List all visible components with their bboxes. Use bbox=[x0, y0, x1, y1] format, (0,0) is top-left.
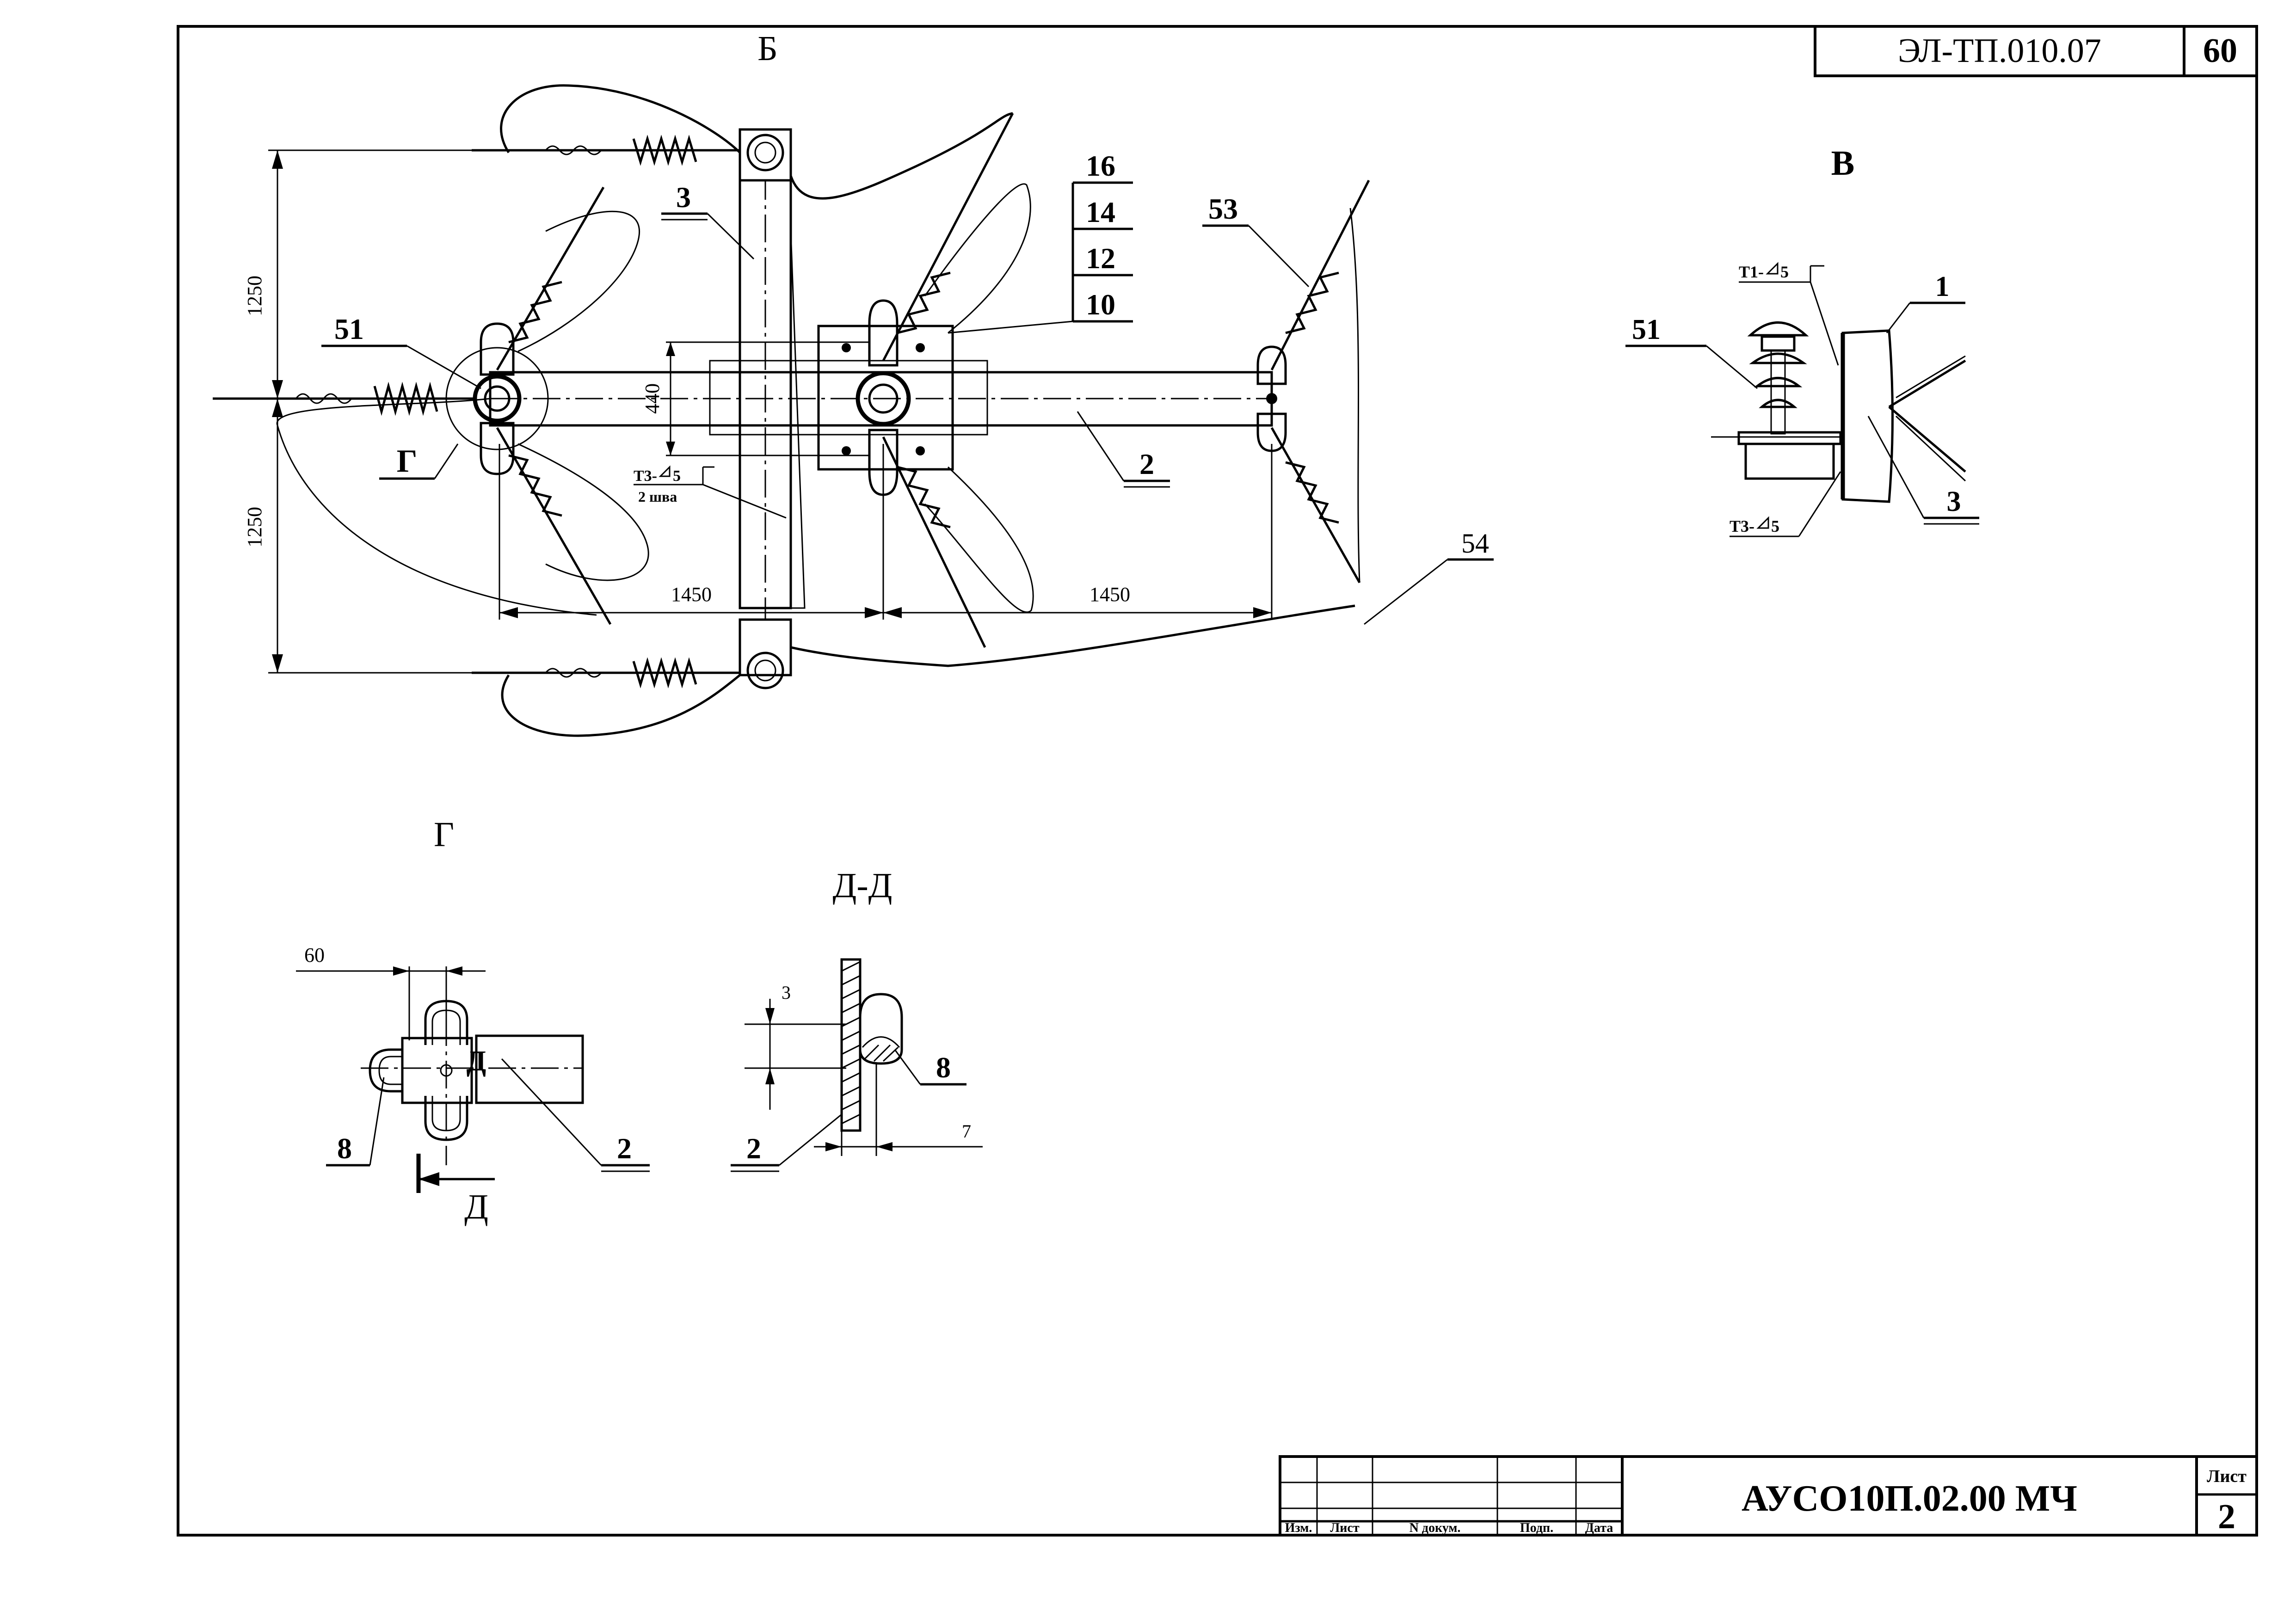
view-b: Б bbox=[213, 29, 1494, 737]
callout-54: 54 bbox=[1461, 528, 1489, 559]
dim-right-horizontal: 1450 bbox=[1090, 583, 1130, 606]
tb-col-list: Лист bbox=[1330, 1521, 1359, 1535]
callout-10: 10 bbox=[1086, 288, 1115, 321]
tb-col-date: Дата bbox=[1585, 1521, 1613, 1535]
center-clamp bbox=[817, 325, 954, 471]
dim-top-vertical: 1250 bbox=[243, 276, 266, 316]
view-b-title: Б bbox=[757, 29, 778, 68]
callouts-b: 3 16 14 12 10 53 51 2 54 bbox=[321, 149, 1494, 625]
dimensions-b: 1250 1250 440 1450 1450 bbox=[243, 149, 1273, 674]
weld-label-b: Т3- bbox=[634, 467, 657, 485]
section-letter: Д bbox=[464, 1187, 488, 1226]
callout-51: 51 bbox=[334, 313, 364, 345]
tb-col-sign: Подп. bbox=[1520, 1521, 1553, 1535]
callout-14: 14 bbox=[1086, 196, 1115, 228]
weld-note-b: 2 шва bbox=[638, 488, 677, 505]
weld-top-label-v: Т1- bbox=[1739, 263, 1764, 281]
callout-v-51: 51 bbox=[1632, 314, 1661, 345]
weld-size-b: 5 bbox=[673, 467, 681, 485]
callout-v-1: 1 bbox=[1935, 271, 1950, 302]
sheet-frame bbox=[177, 25, 2258, 1537]
weld-bottom-size-v: 5 bbox=[1771, 517, 1779, 535]
callout-2: 2 bbox=[1139, 448, 1154, 480]
tb-sheet-label: Лист bbox=[2207, 1467, 2247, 1486]
view-dd: Д-Д 3 bbox=[731, 866, 983, 1172]
dim-left-horizontal: 1450 bbox=[671, 583, 712, 606]
callout-g-2: 2 bbox=[617, 1132, 632, 1165]
dim-center-width: 440 bbox=[641, 383, 664, 414]
section-letter-inner: Д bbox=[467, 1045, 486, 1077]
tb-sheet-number: 2 bbox=[2218, 1497, 2235, 1536]
top-stamp: ЭЛ-ТП.010.07 60 bbox=[1814, 25, 2258, 77]
callout-g-8: 8 bbox=[337, 1132, 352, 1165]
callout-3: 3 bbox=[676, 181, 691, 214]
pole-v bbox=[1841, 329, 1894, 503]
dim-dd-7: 7 bbox=[962, 1121, 971, 1142]
loop-wires bbox=[276, 84, 1360, 737]
view-g-title: Г bbox=[434, 815, 454, 854]
view-g: Г 60 8 2 Д Д bbox=[296, 815, 650, 1226]
weld-bottom-label-v: Т3- bbox=[1730, 517, 1754, 535]
dim-g-60: 60 bbox=[304, 944, 325, 966]
insulator-v bbox=[1711, 321, 1843, 480]
view-v-title: В bbox=[1831, 144, 1855, 183]
callout-dd-8: 8 bbox=[936, 1051, 951, 1084]
view-dd-title: Д-Д bbox=[833, 866, 893, 905]
tb-col-izm: Изм. bbox=[1285, 1521, 1312, 1535]
tb-designation: АУСО10П.02.00 МЧ bbox=[1742, 1478, 2077, 1519]
section-mark-g: Г bbox=[397, 443, 418, 479]
stamp-page-number: 60 bbox=[2203, 32, 2237, 70]
tb-col-doc: N докум. bbox=[1410, 1521, 1461, 1535]
title-block: Изм. Лист N докум. Подп. Дата АУСО10П.02… bbox=[1279, 1455, 2258, 1537]
stamp-doc-code: ЭЛ-ТП.010.07 bbox=[1898, 32, 2101, 70]
callout-53: 53 bbox=[1208, 192, 1238, 225]
weld-top-size-v: 5 bbox=[1780, 263, 1789, 281]
dim-bottom-vertical: 1250 bbox=[243, 507, 266, 547]
callout-v-3: 3 bbox=[1947, 486, 1961, 517]
callout-dd-2: 2 bbox=[746, 1132, 761, 1165]
dim-dd-3: 3 bbox=[782, 982, 791, 1003]
callout-16: 16 bbox=[1086, 149, 1115, 182]
view-v: В 1 51 3 Т1- 5 bbox=[1625, 144, 1979, 537]
callout-12: 12 bbox=[1086, 242, 1115, 275]
